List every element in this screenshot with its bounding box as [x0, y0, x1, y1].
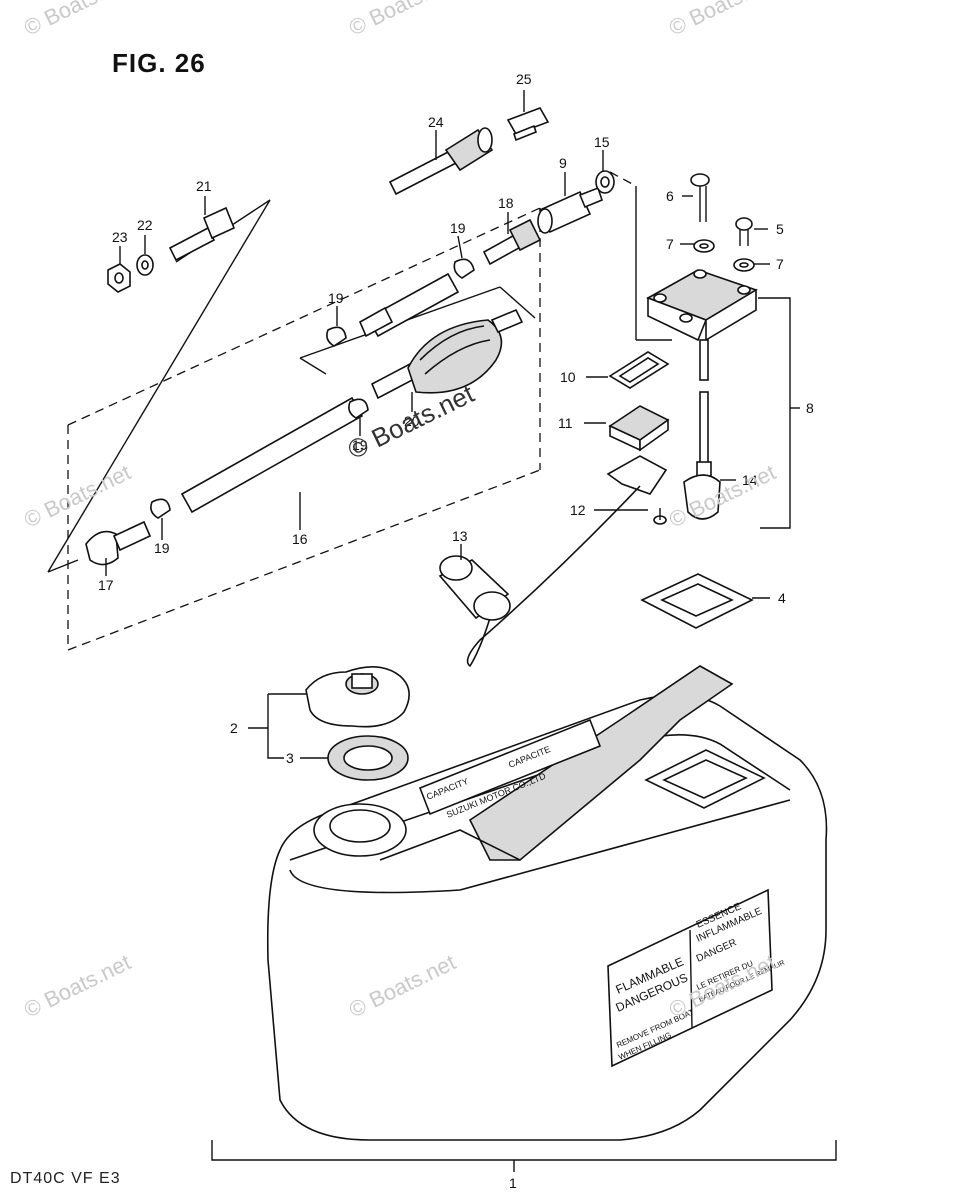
part-7-washer: [680, 239, 770, 272]
part-11-bracket: [584, 405, 670, 452]
figure-title: FIG. 26: [112, 48, 206, 78]
callout-25: 25: [516, 71, 532, 87]
callout-5: 5: [776, 221, 784, 237]
callout-14: 14: [742, 472, 758, 488]
callout-18: 18: [498, 195, 514, 211]
callout-21: 21: [196, 178, 212, 194]
part-9-joint: [537, 172, 603, 234]
callout-13: 13: [452, 528, 468, 544]
callout-20: 20: [404, 413, 420, 429]
part-6-screw: [682, 173, 710, 222]
callout-8: 8: [806, 400, 814, 416]
callout-11: 11: [558, 415, 573, 431]
part-23-nut: [107, 246, 131, 293]
callout-22: 22: [137, 217, 153, 233]
callout-10: 10: [560, 369, 576, 385]
callout-23: 23: [112, 229, 128, 245]
callout-19b: 19: [328, 290, 344, 306]
float-arm: [466, 485, 641, 668]
part-15-washer: [595, 150, 615, 194]
part-14-float: [683, 461, 736, 520]
part-13-float: [438, 544, 511, 621]
part-17-connector: [85, 520, 152, 576]
callout-24: 24: [428, 114, 444, 130]
callout-labels: 1 2 3 4 5 6 7 7 8 9 10 11 12 13 14 15 16…: [98, 71, 814, 1191]
callout-15: 15: [594, 134, 610, 150]
callout-9: 9: [559, 155, 567, 171]
callout-12: 12: [570, 502, 586, 518]
part-20-primer-bulb: [370, 308, 524, 412]
callout-2: 2: [230, 720, 238, 736]
callout-6: 6: [666, 188, 674, 204]
part-2-filler-cap: [248, 666, 410, 759]
part-25-fitting: [506, 90, 550, 142]
callout-7a: 7: [666, 236, 674, 252]
part-16-fuel-hose: [180, 272, 460, 530]
callout-16: 16: [292, 531, 308, 547]
part-1-fuel-tank: [211, 665, 837, 1172]
callout-3: 3: [286, 750, 294, 766]
part-24-hose-connector: [388, 127, 494, 196]
part-21-fitting: [168, 196, 236, 262]
part-4-gasket: [640, 573, 770, 629]
part-22-washer: [136, 235, 154, 276]
part-3-gasket: [300, 735, 409, 781]
part-10-gasket: [586, 351, 670, 389]
callout-19c: 19: [352, 437, 368, 453]
callout-7b: 7: [776, 256, 784, 272]
part-5-screw: [735, 217, 768, 246]
callout-19d: 19: [154, 540, 170, 556]
part-19-clamp: [150, 235, 475, 540]
model-code: DT40C VF E3: [10, 1170, 121, 1187]
callout-17: 17: [98, 577, 114, 593]
callout-4: 4: [778, 590, 786, 606]
callout-19a: 19: [450, 220, 466, 236]
callout-1: 1: [509, 1175, 517, 1191]
part-12-screw: [594, 455, 668, 525]
part-18-connector: [482, 212, 542, 266]
part-8-cap-assembly: [646, 269, 800, 529]
